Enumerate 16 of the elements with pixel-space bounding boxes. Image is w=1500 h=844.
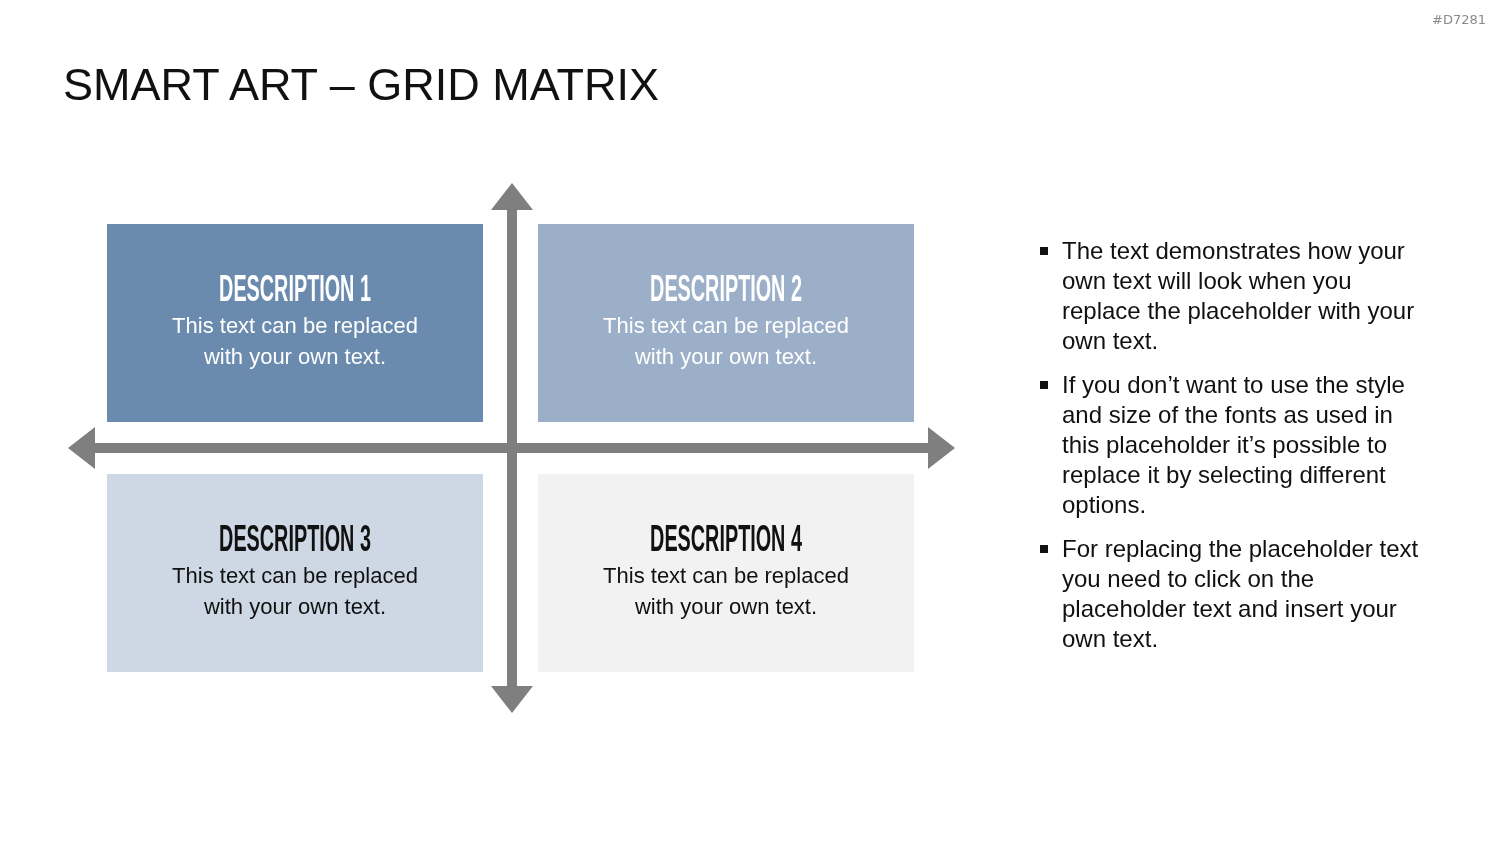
quadrant-description: This text can be replaced with your own text. <box>602 562 850 621</box>
slide-title: SMART ART – GRID MATRIX <box>63 58 659 112</box>
quadrant-description: This text can be replaced with your own text. <box>171 562 419 621</box>
quadrant-heading: DESCRIPTION 3 <box>219 520 371 558</box>
slide-id-tag: #D7281 <box>1432 12 1486 28</box>
quadrant-box <box>107 224 483 422</box>
quadrant-heading: DESCRIPTION 1 <box>219 270 371 308</box>
bullet-text: If you don’t want to use the style and size of the fonts as used in this placeholder it’s possible to replace it by selecting different options. <box>1062 370 1406 520</box>
quadrant-description: This text can be replaced with your own text. <box>171 312 419 371</box>
quadrant-box <box>107 474 483 672</box>
quadrant-box <box>538 224 914 422</box>
quadrant-heading: DESCRIPTION 2 <box>650 270 802 308</box>
bullet-text: For replacing the placeholder text you need to click on the placeholder text and insert your own text. <box>1062 534 1420 654</box>
quadrant-heading: DESCRIPTION 4 <box>650 520 802 558</box>
bullet-text: The text demonstrates how your own text will look when you replace the placeholder with your own text. <box>1062 236 1416 356</box>
quadrant-description: This text can be replaced with your own text. <box>602 312 850 371</box>
